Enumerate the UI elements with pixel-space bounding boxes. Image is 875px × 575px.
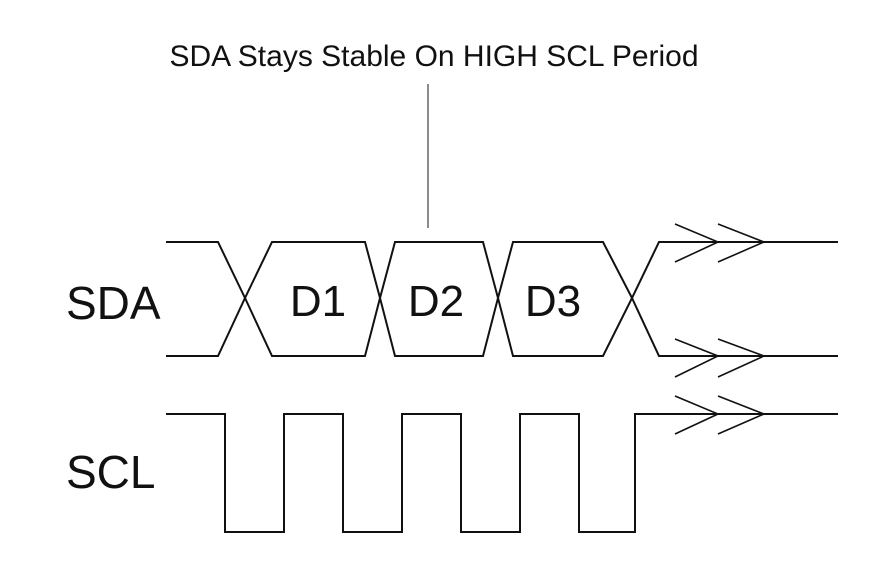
data-bit-d2: D2: [408, 277, 464, 326]
data-bit-d1: D1: [290, 277, 346, 326]
sda-signal-label: SDA: [66, 277, 161, 329]
diagram-caption: SDA Stays Stable On HIGH SCL Period: [169, 40, 698, 73]
scl-continuation-icon: [674, 395, 767, 435]
sda-bottom-continuation-icon: [674, 338, 767, 378]
scl-signal-label: SCL: [66, 446, 155, 498]
sda-waveform-bottom: [166, 294, 838, 357]
data-bit-d3: D3: [525, 277, 581, 326]
sda-top-continuation-icon: [674, 223, 767, 263]
sda-waveform-top: [166, 241, 838, 302]
scl-waveform: [166, 413, 838, 533]
